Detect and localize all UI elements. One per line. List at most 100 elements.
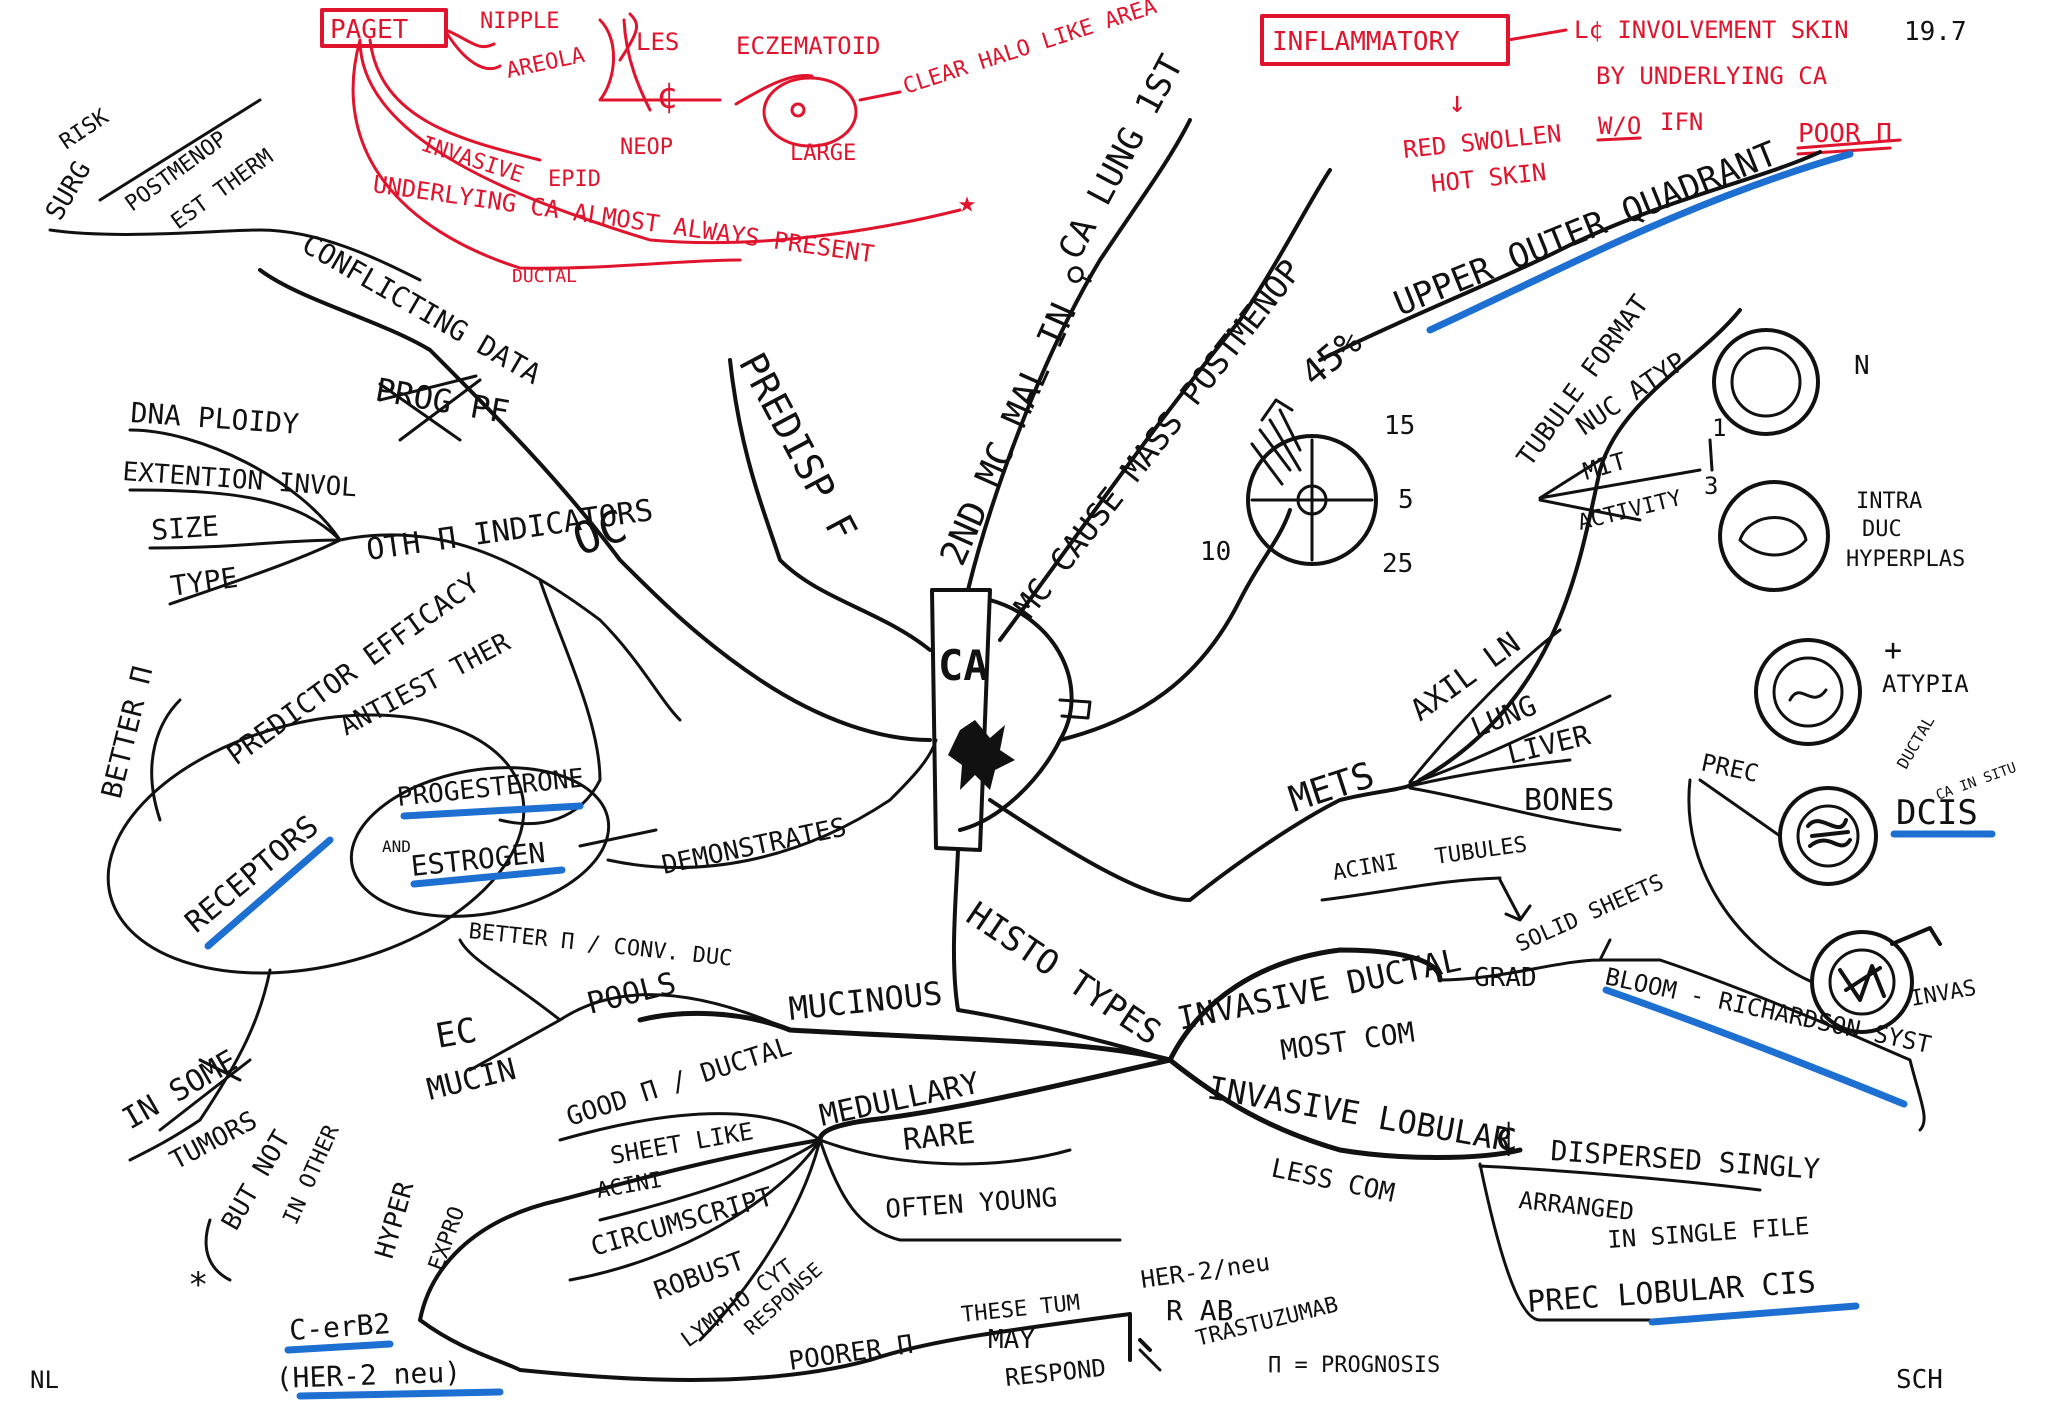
predisp-label: PREDISP F xyxy=(730,346,866,548)
mucinous-branch xyxy=(637,1010,1173,1063)
ec-label: EC xyxy=(433,1010,480,1057)
r-ab-label: R AB xyxy=(1166,1294,1233,1327)
grade-subbranches xyxy=(1538,438,1714,522)
inflammatory-connector xyxy=(1506,28,1568,42)
quadrant-n5: 5 xyxy=(1398,485,1414,515)
quadrant-percent: 45% xyxy=(1293,321,1369,394)
paget-ductal: DUCTAL xyxy=(512,266,577,287)
grade-n1: 1 xyxy=(1712,414,1726,442)
intraduct-hyperplasia-icon xyxy=(1718,480,1830,592)
second-mc-branch xyxy=(966,118,1192,592)
inflammatory-red-swollen: RED SWOLLEN xyxy=(1402,120,1563,164)
size-label: SIZE xyxy=(150,509,220,547)
and-label: AND xyxy=(382,837,411,856)
grade-plus: + xyxy=(1884,633,1902,668)
histo-branch xyxy=(951,848,1172,1062)
paget-star: ★ xyxy=(958,185,976,220)
invasive-scribble xyxy=(1838,926,1942,1002)
paget-eczematoid: ECZEMATOID xyxy=(736,32,881,60)
asterisk-mark: * xyxy=(188,1265,208,1305)
inflammatory-section: INFLAMMATORY L¢ INVOLVEMENT SKIN BY UNDE… xyxy=(1260,14,1902,198)
invasive-ductal-branch xyxy=(1167,947,1443,1063)
grad-label: GRAD xyxy=(1474,963,1537,993)
dcis-scribble xyxy=(1806,818,1852,848)
predisp-branch xyxy=(728,358,932,652)
demonstrates-branch xyxy=(578,738,938,869)
receptors-label: RECEPTORS xyxy=(179,809,326,940)
most-com: MOST COM xyxy=(1278,1015,1416,1066)
grade-dcis: DCIS xyxy=(1896,793,1978,833)
lobular-c-symbol: ¢ xyxy=(1494,1114,1518,1160)
grade-ductal-small: DUCTAL xyxy=(1893,712,1938,772)
top-branches: PREDISP F 2ND MC MAL IN ♀ CA LUNG 1ST MC… xyxy=(728,49,1332,652)
prog-pf-label: PROG PF xyxy=(373,370,512,431)
bottom-right-initials: SCH xyxy=(1896,1365,1943,1395)
in-some-branch xyxy=(128,968,272,1282)
mets-label: METS xyxy=(1284,755,1379,821)
center-label: CA xyxy=(938,641,989,690)
quadrant-n15: 15 xyxy=(1384,411,1415,441)
prog-pf-strike xyxy=(378,374,482,442)
paget-epid: EPID xyxy=(548,167,601,192)
surg-branch xyxy=(48,98,422,282)
quadrant-text: UPPER OUTER QUADRANT xyxy=(1388,134,1783,324)
paget-clear-halo: CLEAR HALO LIKE AREA xyxy=(900,0,1160,100)
grade-n-label: N xyxy=(1854,351,1870,381)
inflammatory-hot-skin: HOT SKIN xyxy=(1430,158,1548,198)
paget-underlying: UNDERLYING CA ALMOST ALWAYS PRESENT xyxy=(371,170,876,268)
risk-label: RISK xyxy=(55,104,114,155)
mets-section: METS AXIL LN LUNG LIVER BONES xyxy=(988,626,1622,902)
prec-lcis-highlight xyxy=(1648,1302,1860,1326)
bloom-label: BLOOM - RICHARDSON SYST xyxy=(1603,962,1934,1058)
grade-branch xyxy=(1418,308,1742,782)
paget-areola: AREOLA xyxy=(504,43,587,84)
grade-atypia: ATYPIA xyxy=(1882,670,1969,698)
inflammatory-wo: W/O xyxy=(1598,112,1641,140)
nipple-icon xyxy=(1058,698,1092,720)
date-label: 19.7 xyxy=(1904,17,1967,47)
atypia-lumen xyxy=(1772,656,1844,728)
atypia-squiggle xyxy=(1788,688,1828,702)
oth-subbranches xyxy=(128,428,342,606)
predictor-branch xyxy=(150,578,602,826)
grade-n3: 3 xyxy=(1704,472,1718,500)
paget-c-symbol: ¢ xyxy=(656,76,678,117)
better-conv-label: BETTER Π / CONV. DUC xyxy=(467,919,733,972)
bloom-highlight xyxy=(1602,986,1908,1108)
paget-section: PAGET NIPPLE AREOLA LES ECZEMATOID ¢ NEO… xyxy=(320,0,1160,287)
single-file-label: IN SINGLE FILE xyxy=(1606,1212,1810,1254)
paget-nipple: NIPPLE xyxy=(480,9,559,34)
inflammatory-line2: BY UNDERLYING CA xyxy=(1596,62,1828,90)
quadrant-upper-line xyxy=(1318,150,1822,362)
her2-neu-label: HER-2/neu xyxy=(1139,1248,1272,1294)
invasive-lobular: INVASIVE LOBULAR xyxy=(1205,1068,1516,1159)
acini-label: ACINI xyxy=(1331,850,1401,886)
dcis-lumen xyxy=(1796,804,1860,868)
type-label: TYPE xyxy=(168,561,239,603)
acini2-label: ACINI xyxy=(595,1168,665,1204)
histo-types: HISTO TYPES xyxy=(959,894,1168,1053)
tumor-icon xyxy=(948,720,1015,790)
grade-prec: PREC xyxy=(1699,748,1761,787)
breast-quadrant-hatching xyxy=(1250,398,1374,562)
mets-bones: BONES xyxy=(1524,783,1614,818)
inflammatory-line1: L¢ INVOLVEMENT SKIN xyxy=(1574,16,1849,44)
inflammatory-ifn: IFN xyxy=(1660,108,1703,136)
breast-outline-icon xyxy=(958,598,1074,832)
normal-duct-lumen xyxy=(1730,346,1802,418)
progesterone-highlight xyxy=(400,802,584,820)
quadrant-n10: 10 xyxy=(1200,537,1231,567)
mucinous-subbranches xyxy=(458,938,792,1072)
grad-branch xyxy=(1438,938,1926,1132)
mucinous-label: MUCINOUS xyxy=(787,974,944,1028)
grade-intra: INTRA xyxy=(1856,489,1922,514)
grade-connector-line xyxy=(1687,778,1814,984)
tubules-label: TUBULES xyxy=(1433,832,1528,870)
grade-invas: INVAS xyxy=(1909,976,1979,1012)
arranged-label: ARRANGED xyxy=(1517,1186,1635,1226)
pi-prognosis-label: Π = PROGNOSIS xyxy=(1268,1353,1440,1378)
mc-cause-branch xyxy=(998,168,1332,642)
invasive-lumen xyxy=(1828,948,1896,1016)
sheet-like-label: SHEET LIKE xyxy=(608,1117,755,1170)
